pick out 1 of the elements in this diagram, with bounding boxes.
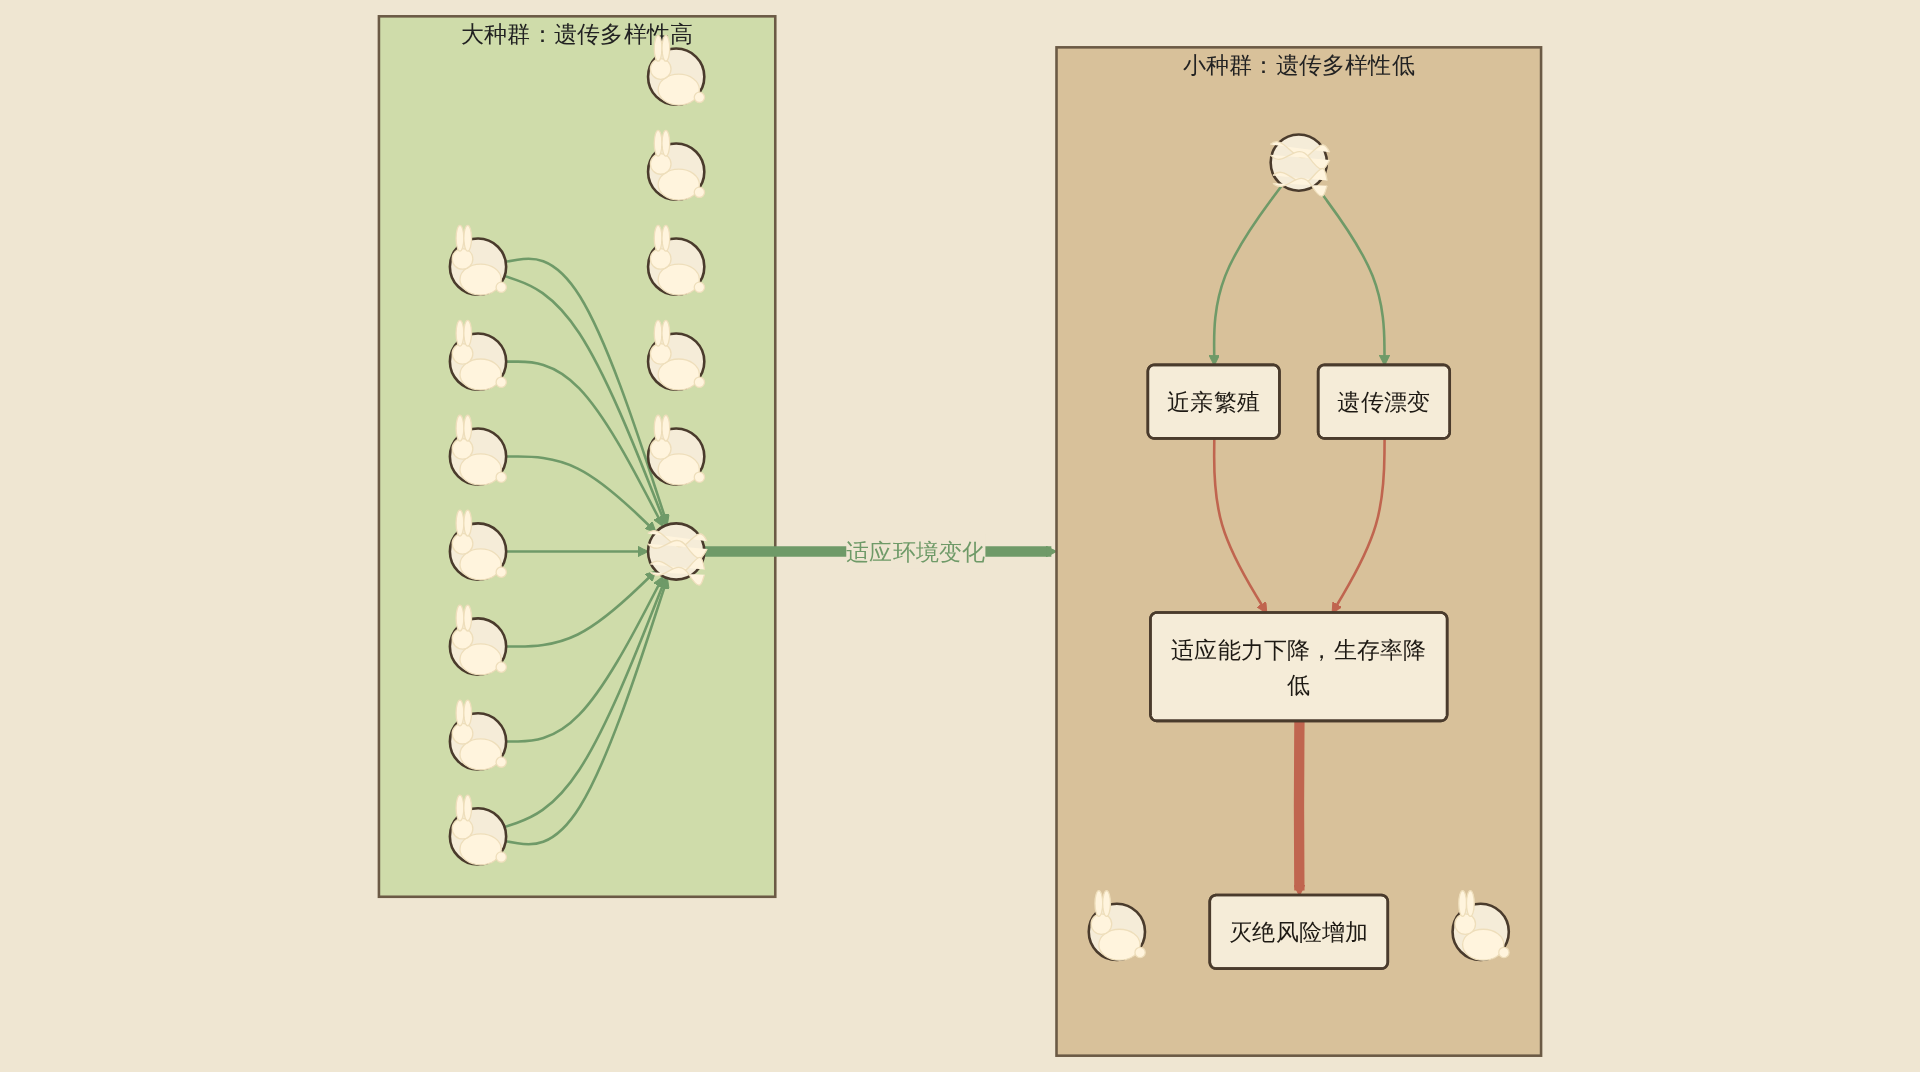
- edge-label: 适应环境变化: [846, 537, 986, 566]
